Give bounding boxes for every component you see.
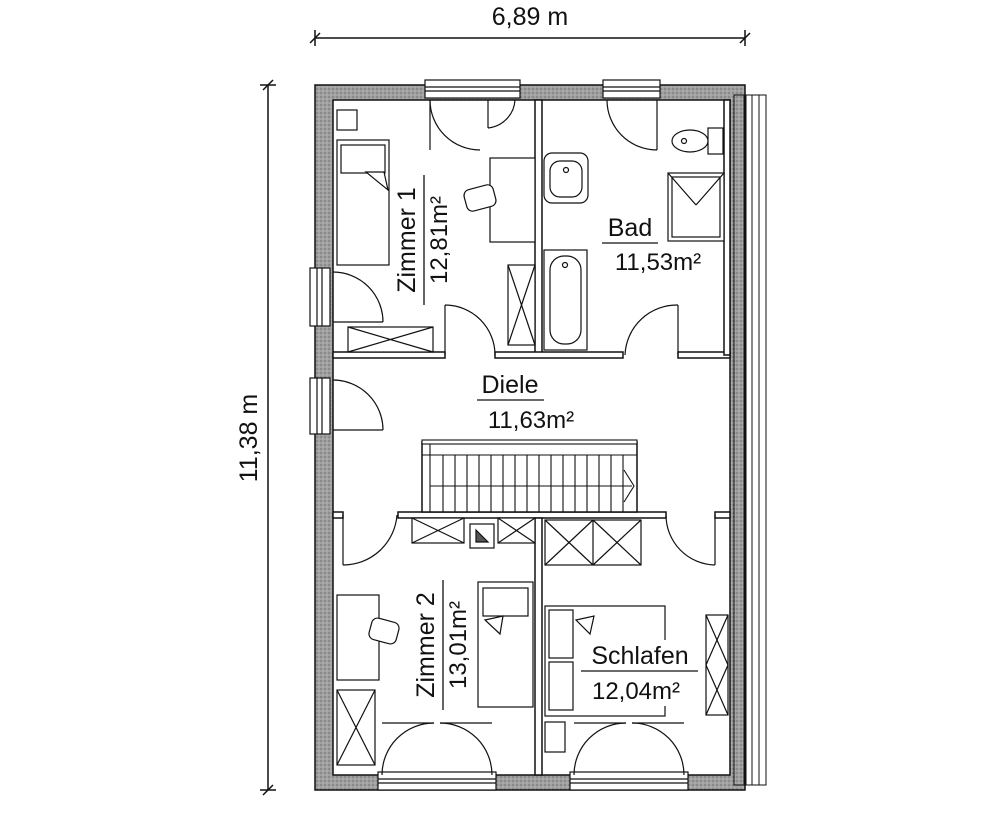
bathtub-icon — [543, 249, 588, 351]
room-bad-name: Bad — [608, 214, 652, 242]
desk-zimmer2 — [336, 594, 400, 681]
window-left-lower — [309, 377, 331, 435]
window-top-left — [424, 79, 521, 99]
windows — [309, 79, 689, 791]
wardrobe-zimmer1-bottom — [347, 326, 434, 353]
stair-arrow-icon — [623, 469, 635, 503]
room-diele-area: 11,63m² — [488, 407, 574, 434]
door-schlafen — [665, 514, 716, 566]
room-schlafen-area: 12,04m² — [592, 678, 680, 705]
window-bottom-right — [569, 771, 689, 791]
staircase — [421, 439, 638, 513]
room-diele-name: Diele — [482, 371, 539, 399]
cabinet-small — [336, 109, 358, 131]
door-bad — [624, 304, 679, 356]
cabinet-schlafen — [544, 721, 566, 753]
bed-zimmer2 — [477, 581, 534, 708]
room-bad-label: Bad 11,53m² — [602, 214, 701, 276]
room-diele-label: Diele 11,63m² — [477, 371, 574, 434]
doors — [332, 99, 716, 776]
desk-zimmer1 — [463, 157, 536, 243]
height-dimension-label: 11,38 m — [235, 394, 263, 482]
room-zimmer2-name: Zimmer 2 — [412, 592, 440, 698]
room-zimmer1-label: Zimmer 1 12,81m² — [393, 175, 453, 305]
storage-row — [411, 517, 642, 566]
zimmer2-furniture — [336, 581, 534, 766]
room-zimmer2-label: Zimmer 2 13,01m² — [412, 580, 472, 710]
sink-icon — [543, 152, 589, 204]
stair-treads — [442, 455, 624, 512]
width-dimension: 6,89 m — [309, 3, 751, 46]
wardrobe-zimmer1-right — [507, 264, 536, 346]
door-zimmer2 — [342, 514, 398, 566]
zimmer1-furniture — [336, 109, 536, 353]
exterior-walls — [314, 84, 767, 791]
window-bottom-left — [377, 771, 497, 791]
height-dimension: 11,38 m — [235, 79, 276, 796]
window-top-right — [602, 79, 661, 99]
room-schlafen-label: Schlafen 12,04m² — [578, 640, 700, 706]
room-zimmer1-name: Zimmer 1 — [393, 187, 421, 293]
room-bad-area: 11,53m² — [615, 249, 701, 276]
bad-fixtures — [543, 127, 725, 351]
wardrobe-zimmer2 — [336, 689, 376, 766]
room-schlafen-name: Schlafen — [591, 642, 688, 670]
door-zimmer1 — [444, 304, 496, 356]
room-zimmer2-area: 13,01m² — [445, 601, 472, 689]
shower-icon — [667, 172, 725, 242]
bed-zimmer1 — [336, 139, 390, 266]
window-left-upper — [309, 267, 331, 327]
width-dimension-label: 6,89 m — [492, 3, 568, 31]
wardrobe-schlafen — [705, 614, 729, 716]
toilet-icon — [671, 127, 724, 155]
room-zimmer1-area: 12,81m² — [426, 196, 453, 284]
